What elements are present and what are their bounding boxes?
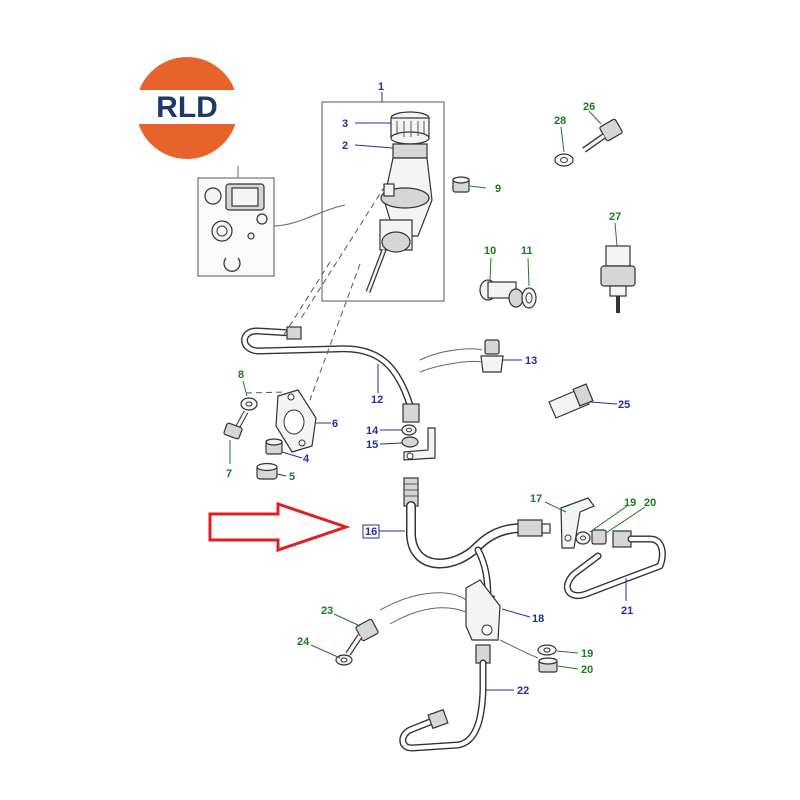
rld-logo: RLD xyxy=(136,57,238,159)
part-25-connector xyxy=(548,383,594,419)
tee-branch-18 xyxy=(379,546,501,641)
part-10-union xyxy=(479,279,524,308)
part-24-washer xyxy=(335,654,353,666)
hose-16 xyxy=(403,477,551,569)
callout-23: 23 xyxy=(321,605,333,617)
callout-16-box xyxy=(362,524,380,539)
callout-2: 2 xyxy=(342,140,348,152)
part-28-washer xyxy=(554,153,574,167)
part-19-washer-right xyxy=(575,531,591,545)
part-4-nut xyxy=(265,438,283,455)
callout-labels: 1 3 2 9 28 26 27 10 11 13 25 8 12 6 14 1… xyxy=(226,81,656,697)
callout-15: 15 xyxy=(366,439,378,451)
callout-10: 10 xyxy=(484,245,496,257)
part-15-washer xyxy=(401,436,419,448)
callout-19-right: 19 xyxy=(624,497,636,509)
pipe-12 xyxy=(241,326,420,423)
callout-19-lower: 19 xyxy=(581,648,593,660)
callout-leaders xyxy=(229,92,646,691)
callout-3: 3 xyxy=(342,118,348,130)
callout-12: 12 xyxy=(371,394,383,406)
part-5-nut xyxy=(256,462,278,480)
part-17-bracket xyxy=(560,497,595,549)
callout-4: 4 xyxy=(303,453,310,465)
seal-kit-inset xyxy=(197,166,346,277)
pipe-21 xyxy=(563,530,666,599)
part-6-gasket xyxy=(275,389,317,453)
callout-1: 1 xyxy=(378,81,384,93)
part-14-washer xyxy=(401,424,417,436)
bracket-upper xyxy=(403,427,436,461)
callout-7: 7 xyxy=(226,468,232,480)
callout-17: 17 xyxy=(530,493,542,505)
part-27-switch xyxy=(600,245,636,313)
callout-14: 14 xyxy=(366,425,379,437)
callout-24: 24 xyxy=(297,636,310,648)
callout-21: 21 xyxy=(621,605,633,617)
part-9-nut xyxy=(452,176,470,193)
callout-18: 18 xyxy=(532,613,544,625)
part-23-bolt xyxy=(345,618,379,656)
highlight-arrow xyxy=(208,501,351,553)
pipe-22 xyxy=(399,644,491,752)
callout-26: 26 xyxy=(583,101,595,113)
callout-11: 11 xyxy=(521,245,533,257)
callout-5: 5 xyxy=(289,471,295,483)
callout-9: 9 xyxy=(495,183,501,195)
logo-text: RLD xyxy=(156,91,218,124)
part-26-bleed-nipple xyxy=(582,118,623,153)
master-cylinder-group xyxy=(321,101,445,302)
part-11-banjo xyxy=(521,287,537,309)
callout-25: 25 xyxy=(618,399,630,411)
callout-28: 28 xyxy=(554,115,566,127)
callout-16: 16 xyxy=(365,526,377,538)
callout-27: 27 xyxy=(609,211,621,223)
part-20-nut-right xyxy=(591,529,607,545)
callout-8: 8 xyxy=(238,369,244,381)
callout-20-lower: 20 xyxy=(581,664,593,676)
callout-20-right: 20 xyxy=(644,497,656,509)
callout-22: 22 xyxy=(517,685,529,697)
part-8-washer xyxy=(240,397,258,411)
callout-6: 6 xyxy=(332,418,338,430)
part-13-clip xyxy=(419,339,504,373)
callout-13: 13 xyxy=(525,355,537,367)
part-20-nut-lower xyxy=(499,639,558,673)
part-19-washer-lower xyxy=(537,644,557,656)
part-7-bolt xyxy=(223,410,249,440)
